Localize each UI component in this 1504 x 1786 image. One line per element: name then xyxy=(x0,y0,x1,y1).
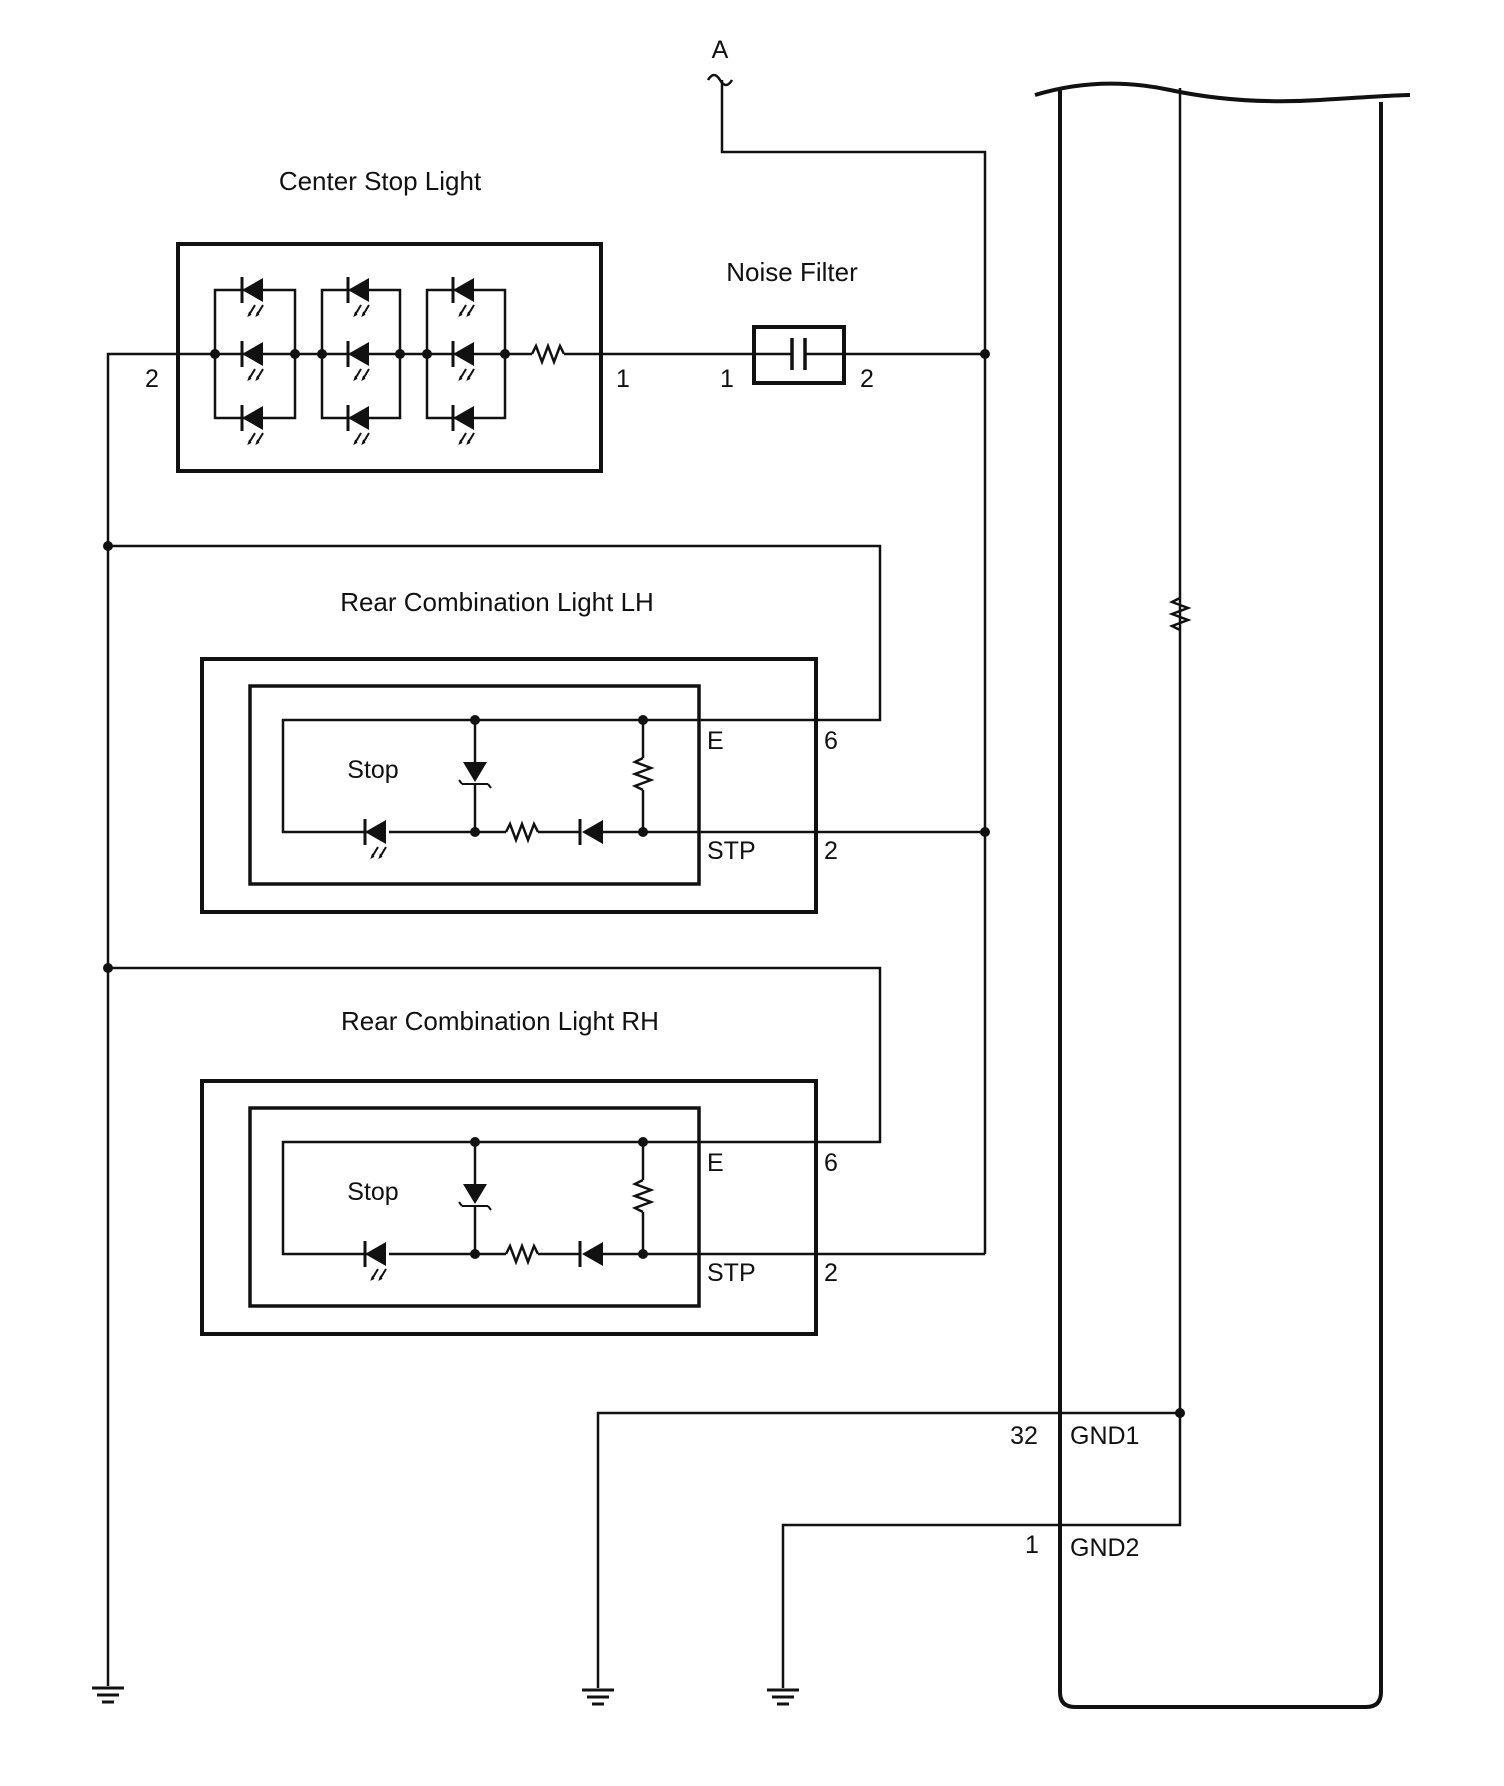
rear-rh-term-e: E xyxy=(707,1149,724,1177)
resistor-icon xyxy=(1168,596,1192,632)
wire-a xyxy=(720,80,987,352)
ecu-gnd1-pin: 32 xyxy=(1010,1422,1038,1450)
rear-lh-term-stp: STP xyxy=(707,837,756,865)
rear-rh-inner-box xyxy=(248,1106,701,1308)
wire-ground-bus xyxy=(106,352,215,1686)
center-stop-light-title: Center Stop Light xyxy=(279,166,482,196)
center-stop-led-array xyxy=(210,275,601,445)
rear-lh-title: Rear Combination Light LH xyxy=(340,587,654,617)
noise-filter-pin-right: 2 xyxy=(860,365,874,393)
led-icon xyxy=(451,339,476,381)
diode-icon xyxy=(578,1239,605,1269)
ground-icon xyxy=(90,1686,126,1704)
led-icon xyxy=(240,403,265,445)
rear-lh-stop-label: Stop xyxy=(347,756,398,784)
ground-icon xyxy=(580,1688,616,1706)
resistor-icon xyxy=(504,1242,540,1266)
rear-rh-outer-box xyxy=(200,1079,818,1336)
led-icon xyxy=(346,339,371,381)
connector-a-break-icon xyxy=(706,73,734,87)
resistor-icon xyxy=(530,342,566,366)
rear-lh-pin-stp: 2 xyxy=(824,837,838,865)
connector-a-label: A xyxy=(712,36,729,64)
rear-rh-stop-label: Stop xyxy=(347,1178,398,1206)
led-icon xyxy=(451,275,476,317)
rear-rh-term-stp: STP xyxy=(707,1259,756,1287)
resistor-icon xyxy=(504,820,540,844)
led-icon xyxy=(240,339,265,381)
ecu-internal-wire xyxy=(781,88,1182,1688)
rear-lh-inner-box xyxy=(248,684,701,886)
rear-rh-pin-e: 6 xyxy=(824,1149,838,1177)
led-icon xyxy=(363,1239,388,1281)
center-stop-pin-left: 2 xyxy=(145,365,159,393)
ecu-gnd2-pin: 1 xyxy=(1025,1531,1039,1559)
diode-icon xyxy=(578,817,605,847)
ecu-outline xyxy=(1034,81,1411,104)
rear-rh-title: Rear Combination Light RH xyxy=(341,1006,659,1036)
center-stop-pin-right: 1 xyxy=(616,365,630,393)
capacitor-icon xyxy=(754,338,844,370)
rear-lh-term-e: E xyxy=(707,727,724,755)
led-icon xyxy=(346,403,371,445)
led-icon xyxy=(451,403,476,445)
rear-lh-outer-box xyxy=(200,657,818,914)
rear-rh-pin-stp: 2 xyxy=(824,1259,838,1287)
rear-rh-circuit xyxy=(363,1137,655,1281)
resistor-icon xyxy=(631,1178,655,1214)
wire-gnd1 xyxy=(596,1411,1180,1688)
led-icon xyxy=(363,817,388,859)
led-icon xyxy=(240,275,265,317)
resistor-icon xyxy=(631,756,655,792)
ground-icon xyxy=(765,1688,801,1706)
led-icon xyxy=(346,275,371,317)
rear-lh-circuit xyxy=(363,715,655,859)
rear-lh-pin-e: 6 xyxy=(824,727,838,755)
noise-filter-title: Noise Filter xyxy=(726,257,858,287)
noise-filter-pin-left: 1 xyxy=(720,365,734,393)
ecu-gnd1-label: GND1 xyxy=(1070,1422,1139,1450)
center-stop-light-box xyxy=(176,242,603,473)
ecu-body xyxy=(1058,88,1383,1709)
ecu-gnd2-label: GND2 xyxy=(1070,1534,1139,1562)
